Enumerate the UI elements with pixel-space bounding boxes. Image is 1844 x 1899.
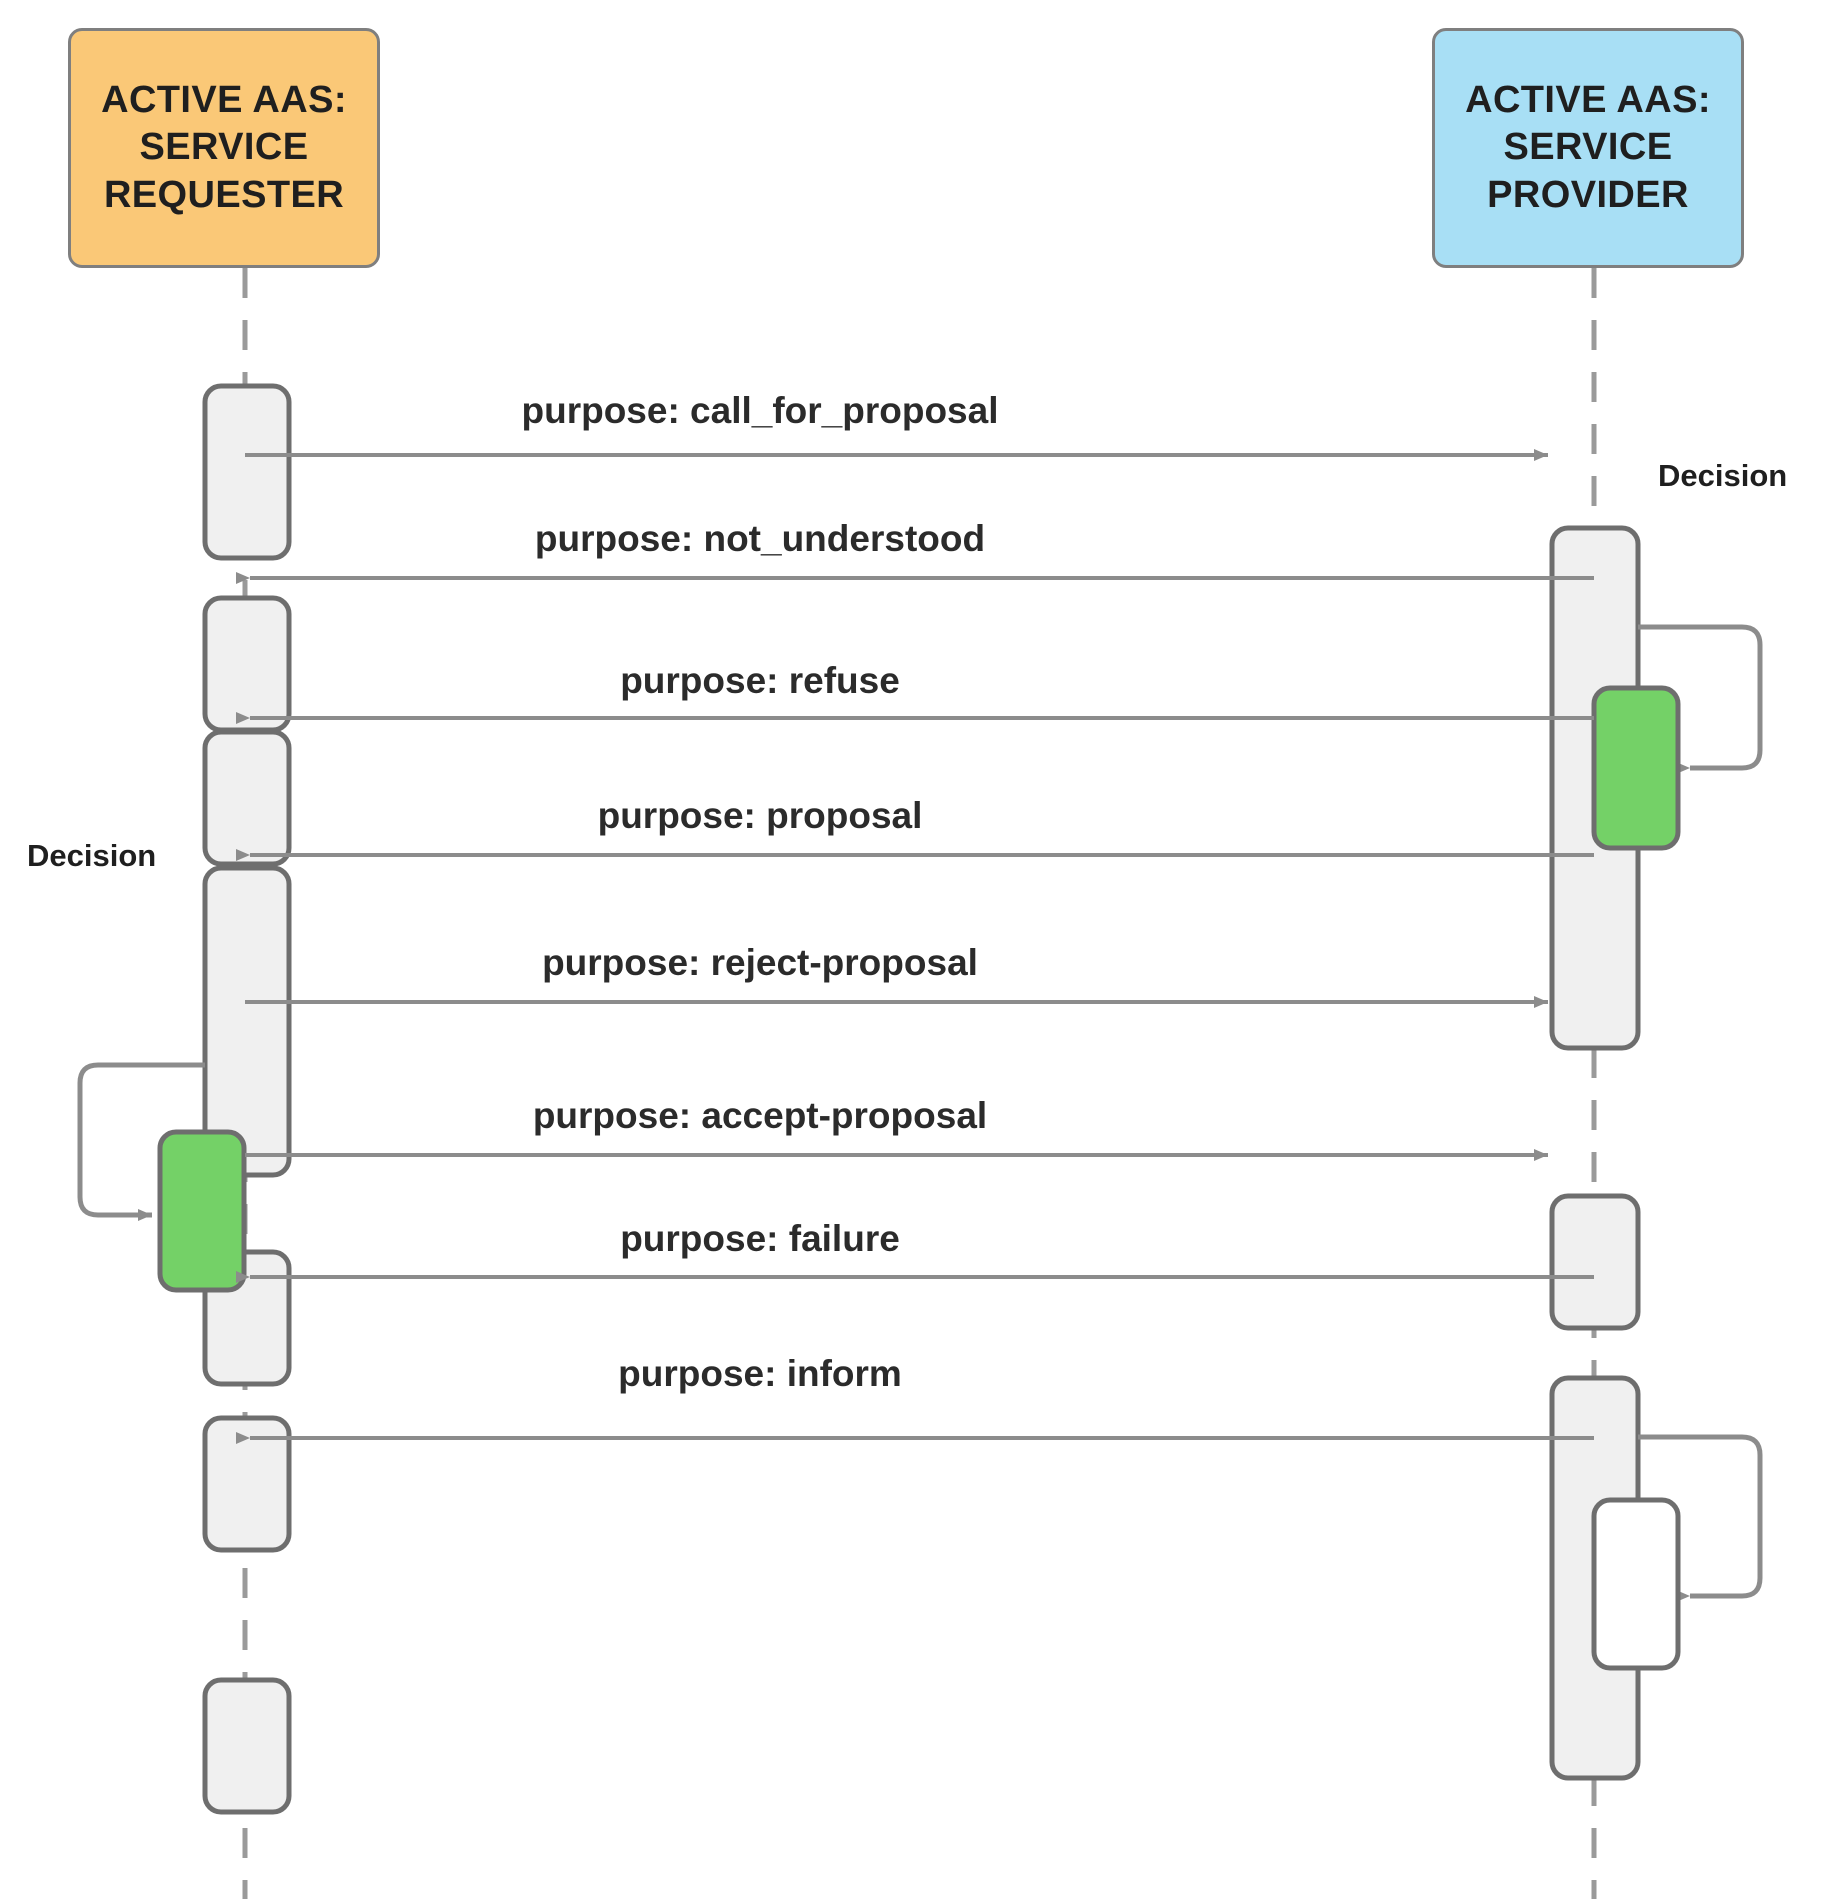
activation-requester-6[interactable] xyxy=(202,1415,292,1553)
self-loop-provider-bottom xyxy=(1638,1434,1763,1602)
lifeline-requester-line3: REQUESTER xyxy=(103,173,345,216)
lifeline-head-requester[interactable]: ACTIVE AAS: SERVICE REQUESTER xyxy=(68,28,380,268)
message-label-refuse: purpose: refuse xyxy=(620,660,900,701)
lifeline-provider-line1: ACTIVE AAS: xyxy=(1465,78,1711,121)
message-label-reject-proposal: purpose: reject-proposal xyxy=(542,942,978,983)
nested-activation-requester-green[interactable] xyxy=(157,1129,247,1293)
self-loop-provider-top xyxy=(1638,624,1763,774)
activation-requester-7[interactable] xyxy=(202,1677,292,1815)
self-loop-requester xyxy=(77,1062,205,1221)
nested-activation-provider-white[interactable] xyxy=(1591,1497,1681,1671)
decision-label-requester: Decision xyxy=(27,838,157,873)
nested-activation-provider-green[interactable] xyxy=(1591,685,1681,851)
message-label-call-for-proposal: purpose: call_for_proposal xyxy=(521,390,999,431)
lifeline-requester-line1: ACTIVE AAS: xyxy=(101,78,347,121)
message-label-not-understood: purpose: not_understood xyxy=(534,518,986,559)
message-label-failure: purpose: failure xyxy=(620,1218,900,1259)
activation-requester-2[interactable] xyxy=(202,595,292,733)
message-label-inform: purpose: inform xyxy=(618,1353,902,1394)
lifeline-provider-line2: SERVICE xyxy=(1503,126,1673,169)
message-label-accept-proposal: purpose: accept-proposal xyxy=(532,1095,988,1136)
activation-provider-2[interactable] xyxy=(1549,1193,1641,1331)
lifeline-head-requester-label: ACTIVE AAS: SERVICE REQUESTER xyxy=(101,77,347,220)
lifeline-provider-line3: PROVIDER xyxy=(1487,173,1689,216)
lifeline-requester-line2: SERVICE xyxy=(139,126,309,169)
activation-requester-4[interactable] xyxy=(202,865,292,1178)
activation-requester-1[interactable] xyxy=(202,383,292,561)
decision-label-provider: Decision xyxy=(1658,458,1788,493)
message-label-proposal: purpose: proposal xyxy=(597,795,923,836)
lifeline-head-provider[interactable]: ACTIVE AAS: SERVICE PROVIDER xyxy=(1432,28,1744,268)
activation-requester-3[interactable] xyxy=(202,729,292,867)
lifeline-head-provider-label: ACTIVE AAS: SERVICE PROVIDER xyxy=(1465,77,1711,220)
